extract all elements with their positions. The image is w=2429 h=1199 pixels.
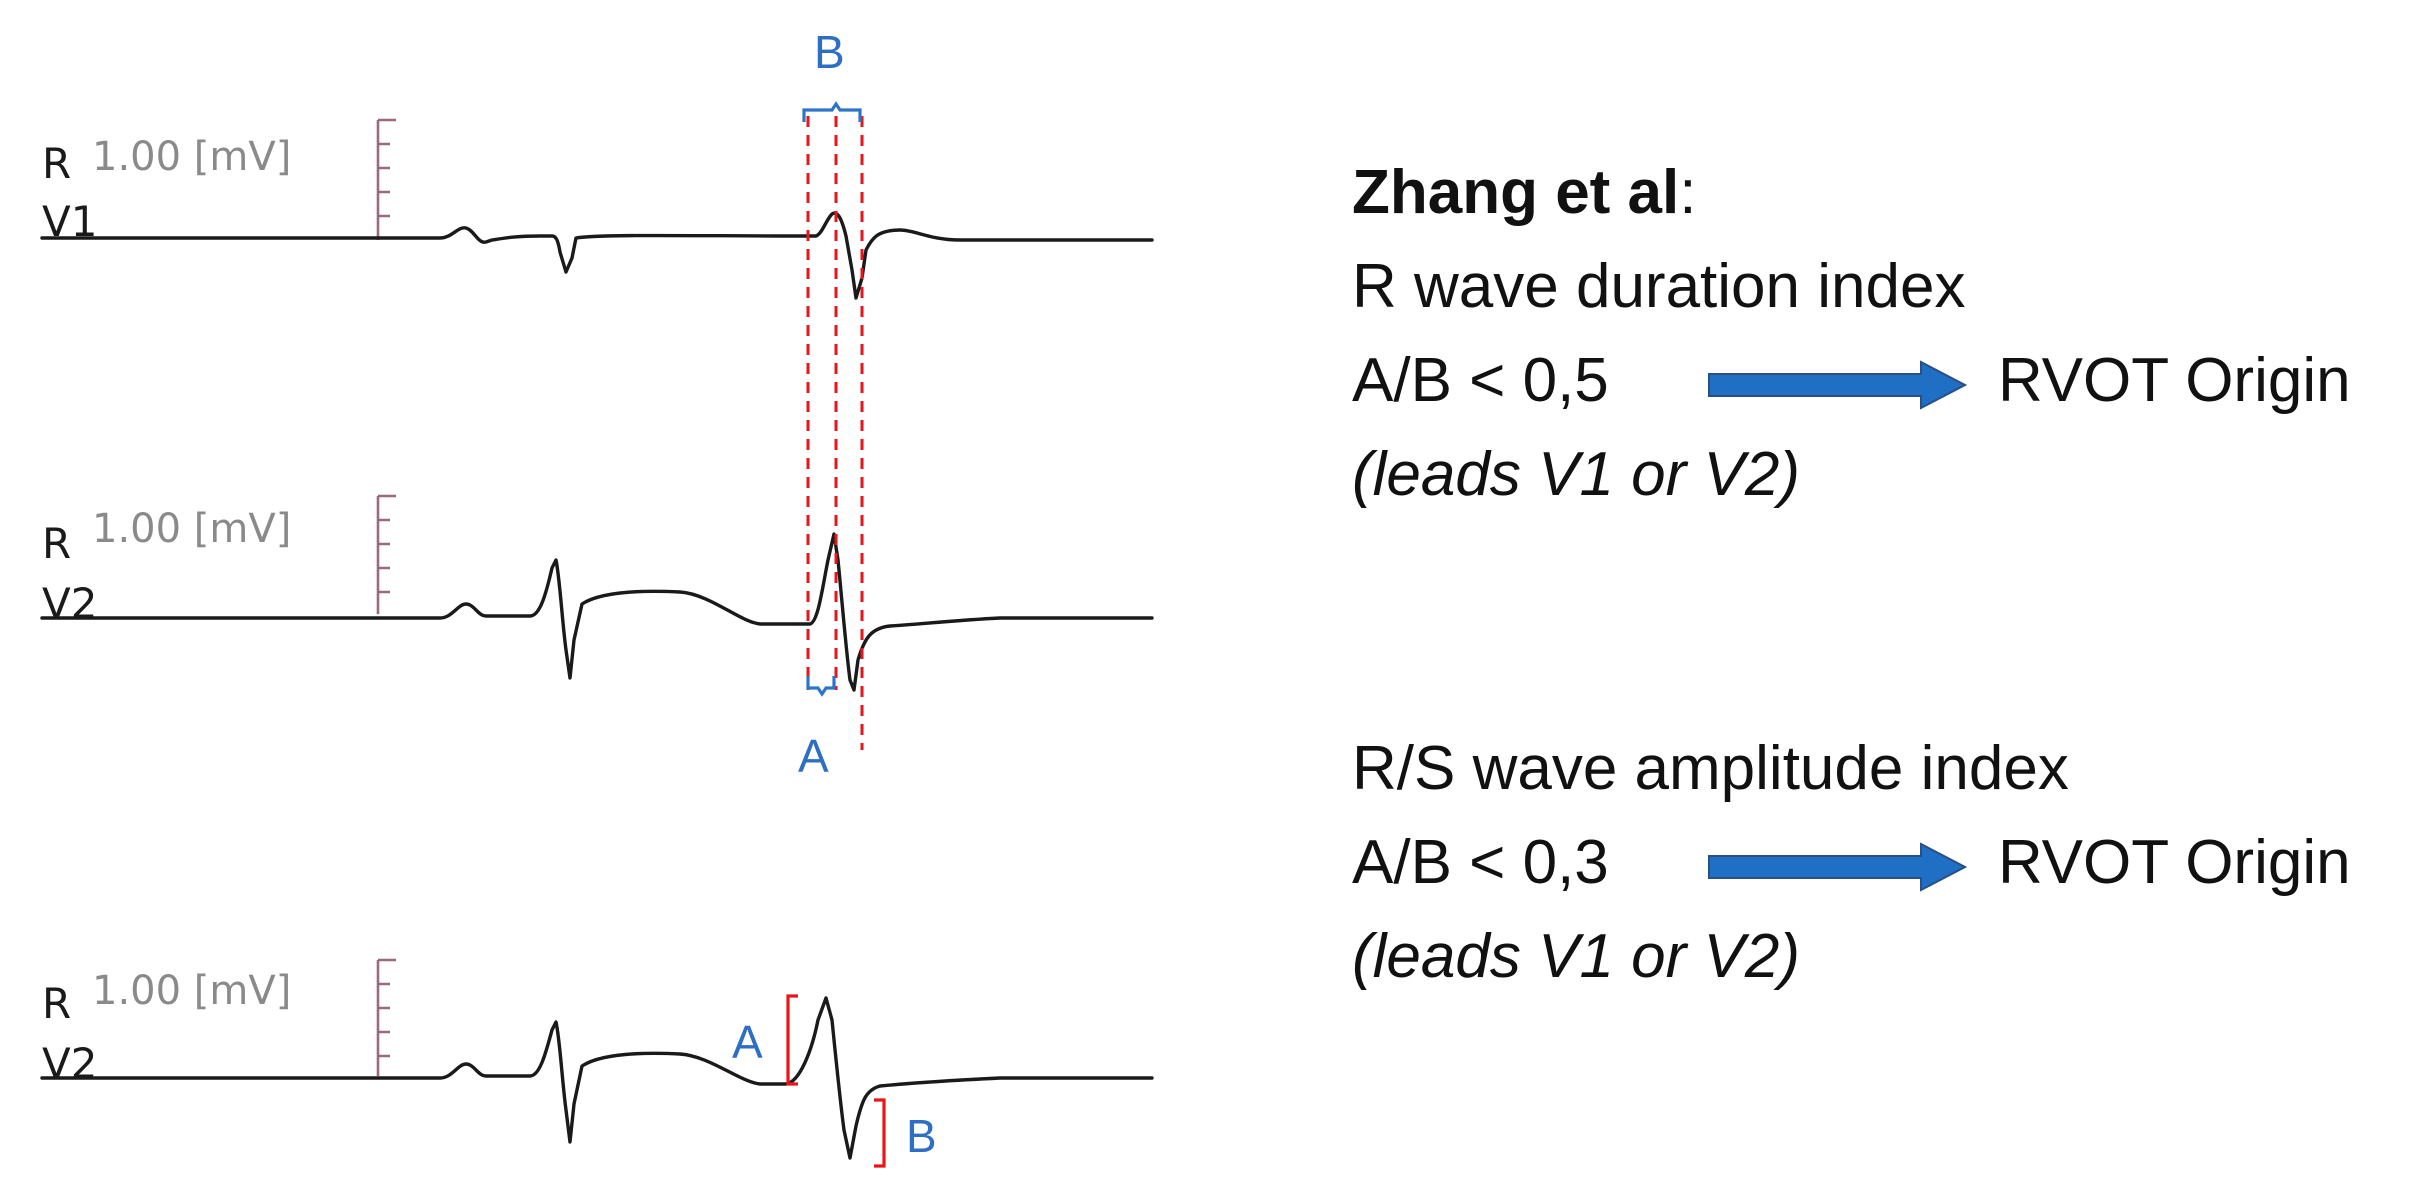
marker-a-duration: A <box>798 730 829 782</box>
marker-b-duration: B <box>814 26 845 78</box>
criterion-condition: A/B < 0,3 <box>1352 828 1609 897</box>
calibration-label: 1.00 [mV] <box>92 134 291 180</box>
bracket-a-amplitude <box>786 994 798 1086</box>
duration-guides <box>806 116 864 750</box>
lead-name-label: V2 <box>42 579 97 628</box>
calibration-scale <box>376 494 396 614</box>
criterion-result: RVOT Origin <box>1998 828 2351 897</box>
ecg-strip-v2: R 1.00 [mV] V2 <box>40 494 1154 692</box>
criterion-rule: A/B < 0,5 RVOT Origin <box>1352 350 2412 420</box>
lead-r-label: R <box>42 979 71 1028</box>
criterion-leads: (leads V1 or V2) <box>1352 922 1800 991</box>
criterion-name: R/S wave amplitude index <box>1352 734 2069 803</box>
bracket-b-amplitude <box>874 1098 886 1168</box>
marker-b-amplitude: B <box>906 1110 937 1162</box>
author-name: Zhang et al <box>1352 158 1680 227</box>
ecg-trace-v2-amplitude <box>40 996 1154 1160</box>
ecg-trace-v1 <box>40 211 1154 300</box>
ecg-trace-v2 <box>40 532 1154 692</box>
lead-r-label: R <box>42 519 71 568</box>
bracket-b-top <box>802 101 862 122</box>
calibration-scale <box>376 958 396 1076</box>
lead-r-label: R <box>42 139 71 188</box>
criterion-name: R wave duration index <box>1352 252 1966 321</box>
marker-a-amplitude: A <box>732 1016 763 1068</box>
ecg-strip-v2-amplitude: R 1.00 [mV] V2 <box>40 958 1154 1160</box>
calibration-label: 1.00 [mV] <box>92 506 291 552</box>
author-heading: Zhang et al: <box>1352 162 1697 224</box>
right-arrow-icon <box>1708 360 1967 410</box>
ecg-figure: R 1.00 [mV] V1 R 1.00 [mV] V2 R 1.00 [mV… <box>40 26 1154 1168</box>
ecg-strip-v1: R 1.00 [mV] V1 <box>40 118 1154 300</box>
right-arrow-icon <box>1708 842 1967 892</box>
calibration-scale <box>376 118 396 240</box>
criterion-condition: A/B < 0,5 <box>1352 346 1609 415</box>
bracket-a-bottom <box>806 676 836 697</box>
criterion-result: RVOT Origin <box>1998 346 2351 415</box>
calibration-label: 1.00 [mV] <box>92 968 291 1014</box>
author-suffix: : <box>1679 158 1697 227</box>
criterion-leads: (leads V1 or V2) <box>1352 440 1800 509</box>
criterion-rule: A/B < 0,3 RVOT Origin <box>1352 832 2412 902</box>
criteria-panel: Zhang et al: R wave duration index A/B <… <box>1352 0 2412 1199</box>
lead-name-label: V2 <box>42 1039 97 1088</box>
